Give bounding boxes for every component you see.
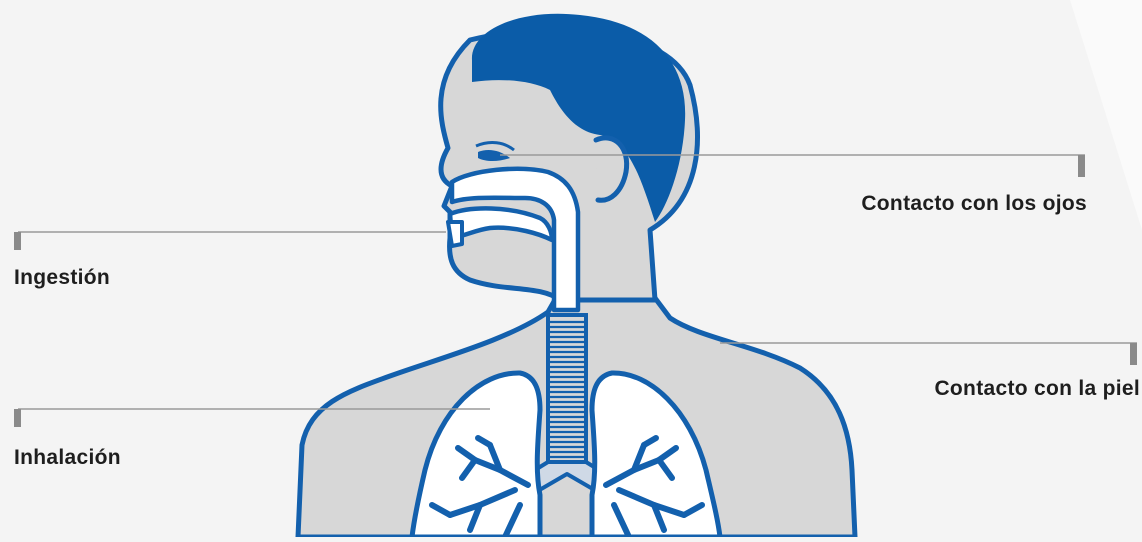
label-eye-contact: Contacto con los ojos	[861, 192, 1087, 216]
label-ingestion: Ingestión	[14, 266, 110, 290]
label-skin-contact: Contacto con la piel	[934, 377, 1140, 401]
leader-line-ingestion	[14, 232, 446, 250]
lips-shape	[448, 222, 462, 246]
label-inhalation: Inhalación	[14, 446, 121, 470]
